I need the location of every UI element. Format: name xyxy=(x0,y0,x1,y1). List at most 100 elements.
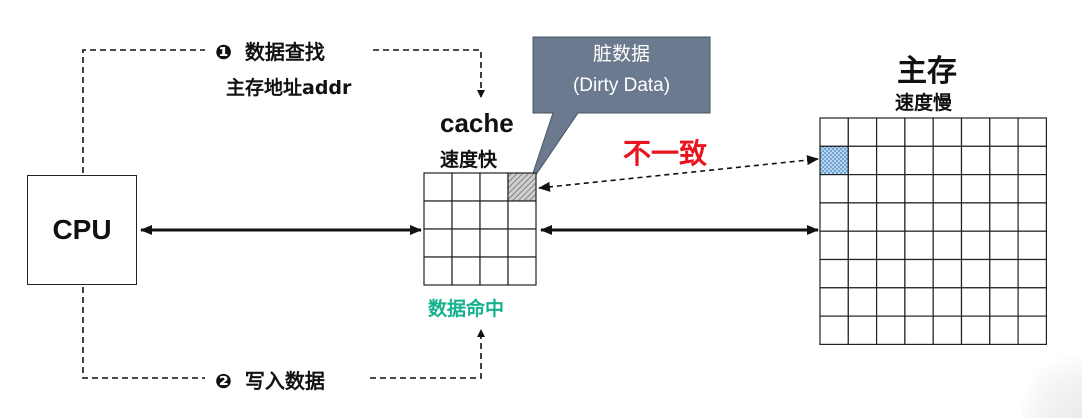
cache-cell xyxy=(507,256,537,286)
cache-hit-label: 数据命中 xyxy=(428,298,505,320)
memory-cell xyxy=(932,145,963,176)
step-write-row: ❷ 写入数据 xyxy=(215,365,325,394)
memory-cell xyxy=(875,230,906,261)
memory-cell xyxy=(847,287,878,317)
memory-cell xyxy=(819,315,849,346)
cache-speed: 速度快 xyxy=(440,149,498,171)
memory-cell xyxy=(875,145,906,176)
memory-cell xyxy=(904,202,934,232)
memory-cell xyxy=(932,258,963,289)
memory-cell xyxy=(989,202,1019,232)
cache-cell xyxy=(479,228,509,258)
memory-cell xyxy=(847,230,878,261)
step-lookup-detail: 主存地址addr xyxy=(226,77,352,99)
memory-cell xyxy=(932,315,963,346)
memory-cell xyxy=(989,174,1019,204)
cache-cell xyxy=(507,200,537,230)
memory-cell xyxy=(847,117,878,147)
step-lookup-title-row: ❶ 数据查找 xyxy=(215,36,325,65)
memory-cell xyxy=(1017,258,1047,289)
memory-cell xyxy=(1017,202,1047,232)
memory-speed: 速度慢 xyxy=(895,92,953,114)
cache-cell xyxy=(423,172,453,202)
memory-cell xyxy=(875,258,906,289)
cache-cell xyxy=(451,200,481,230)
step-lookup-title: 数据查找 xyxy=(244,40,325,64)
step-2-marker: ❷ xyxy=(215,369,232,393)
memory-grid xyxy=(819,117,1047,346)
memory-cell xyxy=(819,230,849,261)
cpu-label: CPU xyxy=(52,214,112,245)
cache-cell xyxy=(423,228,453,258)
memory-cell xyxy=(960,174,991,204)
memory-cell xyxy=(989,258,1019,289)
memory-cell xyxy=(1017,315,1047,346)
inconsistency-label: 不一致 xyxy=(623,137,708,170)
memory-cell xyxy=(847,174,878,204)
write-path xyxy=(82,287,481,379)
memory-cell xyxy=(960,230,991,261)
memory-cell xyxy=(819,202,849,232)
memory-cell xyxy=(875,287,906,317)
memory-cell xyxy=(932,202,963,232)
memory-cell xyxy=(989,315,1019,346)
memory-cell xyxy=(904,287,934,317)
cache-cell xyxy=(451,228,481,258)
corner-decoration xyxy=(1022,348,1082,418)
memory-cell xyxy=(989,287,1019,317)
memory-cell xyxy=(932,287,963,317)
memory-cell xyxy=(819,117,849,147)
memory-cell xyxy=(875,202,906,232)
memory-cell xyxy=(904,315,934,346)
memory-cell xyxy=(960,202,991,232)
memory-cell xyxy=(932,174,963,204)
memory-cell xyxy=(904,174,934,204)
step-write-title: 写入数据 xyxy=(244,369,325,393)
memory-cell xyxy=(847,258,878,289)
memory-cell xyxy=(847,315,878,346)
callout-subtitle: (Dirty Data) xyxy=(572,75,671,96)
cache-cell xyxy=(423,256,453,286)
cache-cell xyxy=(451,172,481,202)
memory-cell xyxy=(819,287,849,317)
memory-cell xyxy=(1017,287,1047,317)
memory-cell xyxy=(932,230,963,261)
memory-cell xyxy=(960,315,991,346)
memory-cell xyxy=(1017,117,1047,147)
callout-text: 脏数据 (Dirty Data) xyxy=(533,38,710,102)
memory-cell xyxy=(904,145,934,176)
memory-cell xyxy=(819,258,849,289)
cache-highlight-cell xyxy=(507,172,537,202)
cache-name: cache xyxy=(440,108,514,138)
memory-cell xyxy=(904,230,934,261)
memory-cell xyxy=(847,145,878,176)
cache-cell xyxy=(423,200,453,230)
cache-cell xyxy=(479,172,509,202)
memory-cell xyxy=(960,117,991,147)
memory-highlight-cell xyxy=(819,145,849,176)
memory-cell xyxy=(989,117,1019,147)
cache-cell xyxy=(507,228,537,258)
memory-cell xyxy=(875,117,906,147)
memory-cell xyxy=(819,174,849,204)
cache-cell xyxy=(479,200,509,230)
memory-cell xyxy=(960,287,991,317)
cache-cell xyxy=(451,256,481,286)
cache-grid xyxy=(423,172,537,286)
memory-cell xyxy=(904,117,934,147)
memory-cell xyxy=(904,258,934,289)
memory-cell xyxy=(1017,174,1047,204)
cache-cell xyxy=(479,256,509,286)
memory-cell xyxy=(1017,145,1047,176)
inconsistency-arrow xyxy=(538,155,819,192)
step-1-marker: ❶ xyxy=(215,40,232,64)
memory-cell xyxy=(847,202,878,232)
lookup-path xyxy=(82,49,481,173)
cpu-box: CPU xyxy=(27,175,137,285)
memory-cell xyxy=(989,145,1019,176)
memory-cell xyxy=(989,230,1019,261)
memory-cell xyxy=(875,315,906,346)
callout-title: 脏数据 xyxy=(592,43,650,65)
